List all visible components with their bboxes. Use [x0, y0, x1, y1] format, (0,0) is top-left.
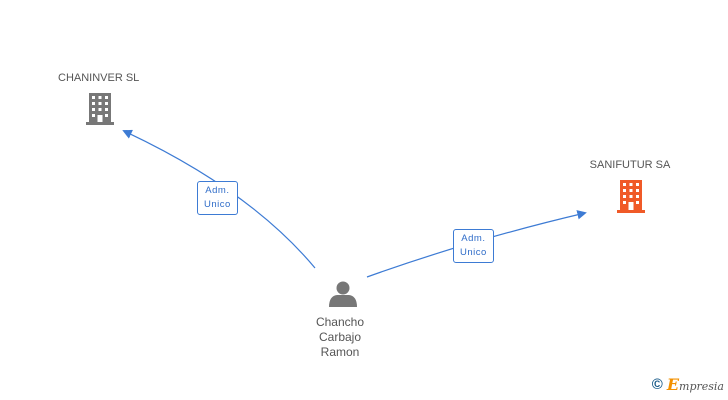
person-name[interactable]: Chancho Carbajo Ramon	[295, 315, 385, 360]
person-name-line: Ramon	[320, 345, 360, 359]
building-icon[interactable]	[617, 180, 645, 213]
edge-label-sanifutur: Adm. Unico	[453, 229, 494, 263]
company-name-sanifutur[interactable]: SANIFUTUR SA	[589, 159, 671, 171]
edge-label-line: Unico	[204, 199, 231, 210]
edge-label-line: Adm.	[461, 233, 486, 244]
building-icon[interactable]	[86, 93, 114, 125]
edge-label-line: Unico	[460, 247, 487, 258]
brand-rest: mpresia	[679, 380, 724, 393]
person-icon[interactable]	[329, 281, 357, 308]
copyright-icon: ©	[651, 376, 663, 393]
brand-initial: E	[666, 375, 680, 394]
edge-label-line: Adm.	[205, 185, 230, 196]
company-name-chaninver[interactable]: CHANINVER SL	[58, 72, 140, 84]
edge-label-chaninver: Adm. Unico	[197, 181, 238, 215]
brand-wordmark: Empresia	[667, 375, 724, 394]
person-name-line: Chancho	[315, 315, 365, 329]
person-name-line: Carbajo	[318, 330, 362, 344]
brand-logo: © Empresia	[652, 375, 724, 394]
